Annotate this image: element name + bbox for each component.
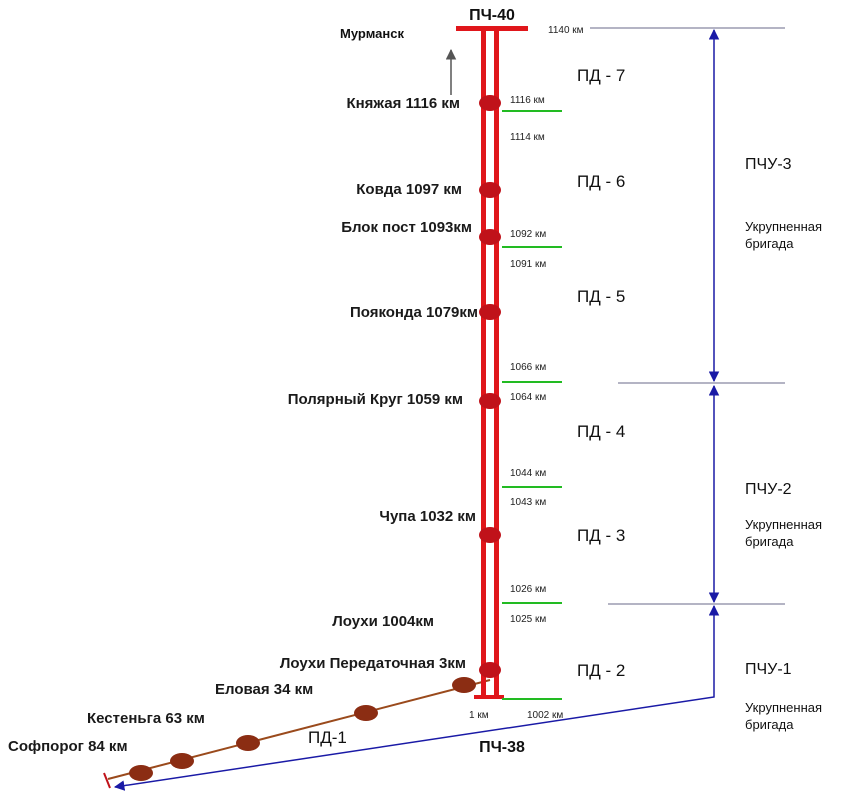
pchu-3-brigade-line2: бригада	[745, 236, 794, 251]
pchu-2-label: ПЧУ-2	[745, 481, 792, 498]
pchu-1-branch-arrow	[113, 695, 715, 791]
station-label-knyazhaya: Княжая 1116 км	[346, 95, 460, 112]
pd-3-label: ПД - 3	[577, 526, 625, 545]
km-mark-1025: 1025 км	[510, 614, 546, 625]
pchu-1-label: ПЧУ-1	[745, 661, 792, 678]
pchu-1-brigade-line2: бригада	[745, 717, 794, 732]
station-label-loukhi-peredatochnaya: Лоухи Передаточная 3км	[280, 655, 466, 672]
branch-dot-sofporog-1	[170, 753, 194, 769]
branch-pd-label: ПД-1	[308, 728, 347, 747]
pchu-2-brigade-line2: бригада	[745, 534, 794, 549]
station-label-poyakonda: Пояконда 1079км	[350, 304, 478, 321]
km-mark-1: 1 км	[469, 710, 489, 721]
pchu-3-label: ПЧУ-3	[745, 156, 792, 173]
pd-4-label: ПД - 4	[577, 422, 625, 441]
km-mark-1043: 1043 км	[510, 497, 546, 508]
km-mark-1002: 1002 км	[527, 710, 563, 721]
km-mark-1140: 1140 км	[548, 25, 584, 36]
pd-5-label: ПД - 5	[577, 287, 625, 306]
station-dot-polyarny-krug	[479, 393, 501, 409]
km-mark-1092: 1092 км	[510, 229, 546, 240]
station-label-blok-post: Блок пост 1093км	[341, 219, 472, 236]
km-mark-1066: 1066 км	[510, 362, 546, 373]
station-dot-chupa	[479, 527, 501, 543]
main-line-left-rail	[481, 30, 486, 698]
station-label-loukhi: Лоухи 1004км	[332, 613, 434, 630]
main-line-top-bar	[456, 26, 528, 31]
branch-dot-mid	[354, 705, 378, 721]
km-mark-1091: 1091 км	[510, 259, 546, 270]
station-label-kovda: Ковда 1097 км	[356, 181, 462, 198]
pd-2-label: ПД - 2	[577, 661, 625, 680]
murmansk-label: Мурманск	[340, 26, 404, 41]
pd-6-label: ПД - 6	[577, 172, 625, 191]
branch-dot-elovaya	[452, 677, 476, 693]
km-mark-1116: 1116 км	[510, 95, 545, 106]
branch-label-kestenga: Кестеньга 63 км	[87, 710, 205, 727]
branch-end-tick	[103, 772, 111, 789]
station-dot-knyazhaya	[479, 95, 501, 111]
km-mark-1064: 1064 км	[510, 392, 546, 403]
station-label-chupa: Чупа 1032 км	[379, 508, 476, 525]
pchu-3-brigade-line1: Укрупненная	[745, 219, 822, 234]
branch-label-elovaya: Еловая 34 км	[215, 681, 313, 698]
station-dot-poyakonda	[479, 304, 501, 320]
pchu-1-brigade-line1: Укрупненная	[745, 700, 822, 715]
pchu-2-brigade-line1: Укрупненная	[745, 517, 822, 532]
station-dot-loukhi-peredatochnaya	[479, 662, 501, 678]
km-mark-1026: 1026 км	[510, 584, 546, 595]
km-mark-1114: 1114 км	[510, 132, 545, 143]
station-label-polyarny-krug: Полярный Круг 1059 км	[288, 391, 463, 408]
pch-40-label: ПЧ-40	[469, 7, 515, 24]
station-dot-kovda	[479, 182, 501, 198]
main-line-bottom-bar	[474, 695, 504, 699]
pch-38-label: ПЧ-38	[479, 739, 525, 756]
pd-7-label: ПД - 7	[577, 66, 625, 85]
km-mark-1044: 1044 км	[510, 468, 546, 479]
branch-label-sofporog: Софпорог 84 км	[8, 738, 128, 755]
branch-dot-kestenga	[236, 735, 260, 751]
station-dot-blok-post	[479, 229, 501, 245]
main-line-right-rail	[494, 30, 499, 698]
branch-dot-sofporog-2	[129, 765, 153, 781]
